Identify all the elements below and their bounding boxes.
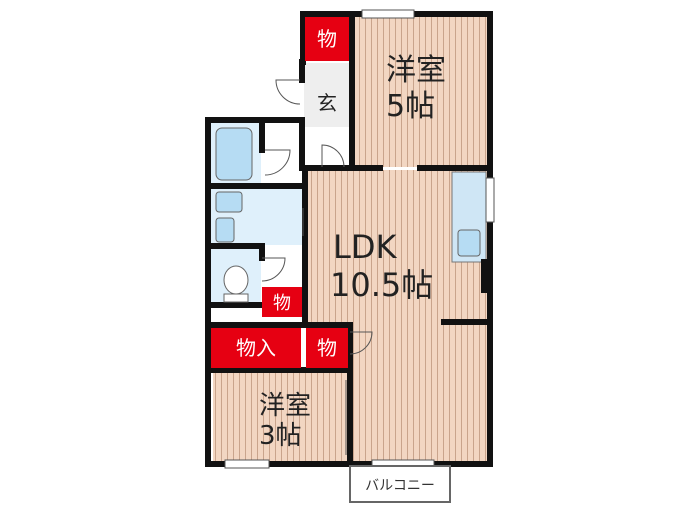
storage-mid-label: 物 [317, 336, 337, 360]
western-room-3-name: 洋室 [259, 391, 311, 421]
doors [261, 79, 373, 455]
western-room-5-floor [352, 15, 488, 167]
western-room-3-size: 3帖 [259, 421, 302, 451]
storage-top-box [305, 17, 349, 61]
western-room-5-size: 5帖 [386, 89, 435, 124]
toilet-tank-icon [223, 293, 249, 303]
ldk-size: 10.5帖 [330, 266, 433, 304]
western-room-5-name: 洋室 [386, 53, 446, 88]
storage-toilet-box [262, 287, 302, 317]
storage-top-label: 物 [317, 27, 337, 51]
washer-icon [215, 217, 235, 243]
windows [224, 9, 495, 469]
ldk-name: LDK [333, 228, 397, 266]
storage-toilet-label: 物 [273, 293, 291, 314]
toilet-icon [223, 265, 249, 295]
balcony [349, 465, 451, 503]
balcony-label: バルコニー [365, 478, 435, 494]
storage-mid-box [306, 328, 348, 368]
storage-closet-box [211, 328, 301, 368]
entrance-label: 玄 [317, 91, 337, 115]
storage-closet-label: 物入 [236, 336, 276, 360]
sink-icon [457, 229, 481, 257]
western-room-3-floor [213, 372, 350, 462]
entrance-floor [304, 63, 350, 127]
bathtub-icon [215, 127, 253, 181]
washbasin-icon [215, 191, 243, 213]
